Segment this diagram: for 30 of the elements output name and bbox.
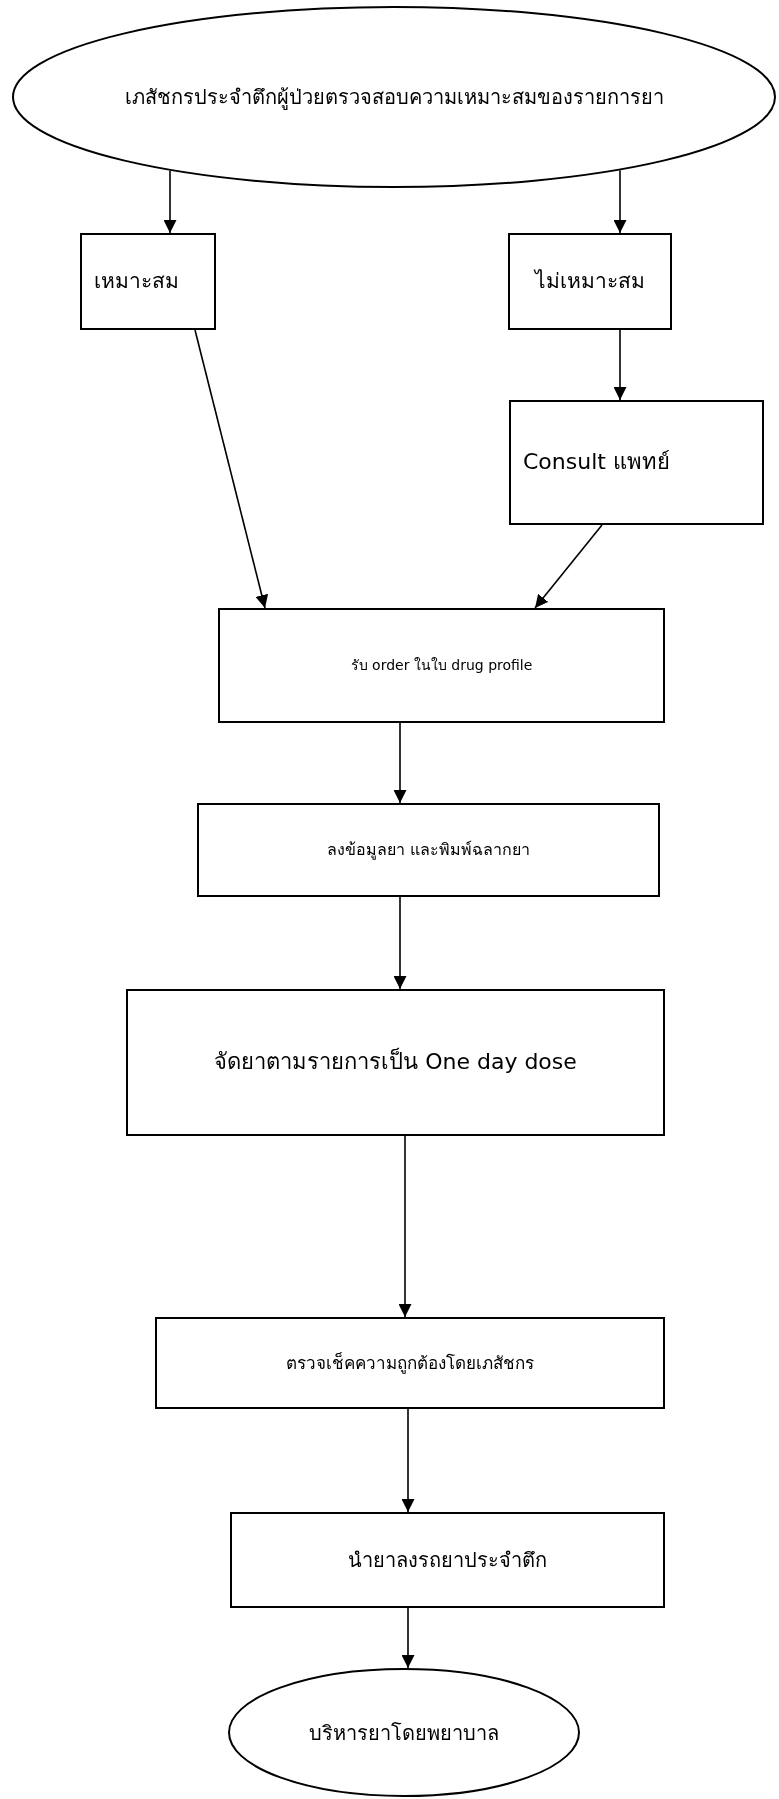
step-text: ไม่เหมาะสม	[535, 267, 645, 295]
process-box	[230, 1512, 665, 1608]
arrow	[393, 896, 407, 990]
terminal-ellipse	[228, 1668, 580, 1797]
arrow	[613, 329, 627, 401]
terminal-ellipse	[12, 6, 776, 188]
step-text: บริหารยาโดยพยาบาล	[309, 1719, 499, 1746]
step-text: รับ order ในใบ drug profile	[350, 656, 533, 675]
process-box	[155, 1317, 665, 1409]
arrow	[398, 1135, 412, 1318]
process-box	[218, 608, 665, 723]
step-text: จัดยาตามรายการเป็น One day dose	[214, 1048, 577, 1077]
arrow	[534, 524, 603, 609]
process-box	[508, 233, 672, 330]
step-text: นำยาลงรถยาประจำตึก	[348, 1547, 547, 1573]
process-box	[126, 989, 665, 1136]
step-text: ลงข้อมูลยา และพิมพ์ฉลากยา	[326, 839, 531, 861]
step-text: Consult แพทย์	[523, 448, 670, 477]
arrow	[163, 169, 177, 234]
arrow	[613, 169, 627, 234]
arrow	[194, 329, 269, 609]
process-box	[509, 400, 764, 525]
step-text: เภสัชกรประจำตึกผู้ป่วยตรวจสอบความเหมาะสมของรายการยา	[124, 84, 664, 110]
step-text: เหมาะสม	[94, 267, 179, 295]
arrow	[401, 1408, 415, 1513]
process-box	[80, 233, 216, 330]
arrow	[401, 1607, 415, 1669]
process-box	[197, 803, 660, 897]
arrow	[393, 722, 407, 804]
step-text: ตรวจเช็คความถูกต้องโดยเภสัชกร	[286, 1351, 534, 1375]
